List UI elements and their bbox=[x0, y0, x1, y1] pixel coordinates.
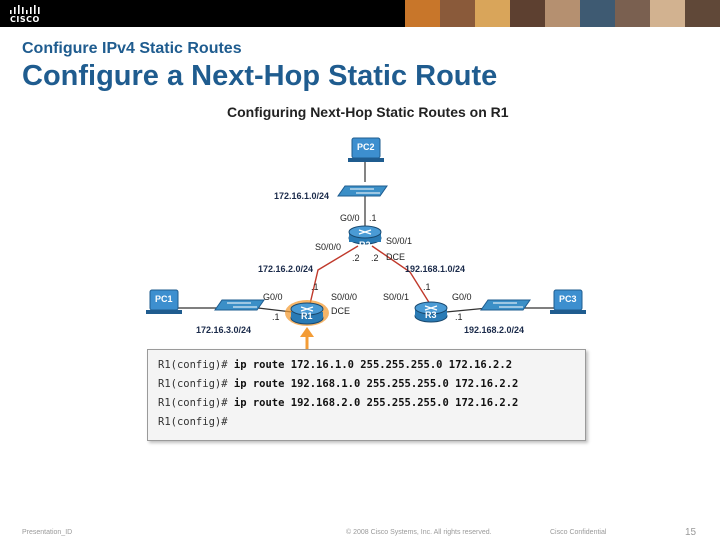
pc2-label: PC2 bbox=[357, 142, 375, 152]
cli-prompt: R1(config)# bbox=[158, 378, 228, 390]
r1-g00-host-label: .1 bbox=[272, 312, 280, 322]
switch-r1-lan-icon bbox=[214, 299, 265, 311]
cli-line: R1(config)# ip route 192.168.1.0 255.255… bbox=[158, 375, 575, 394]
r3-s001-host-label: .1 bbox=[423, 282, 431, 292]
serial-link-r1-r2 bbox=[309, 245, 359, 305]
cli-prompt: R1(config)# bbox=[158, 359, 228, 371]
r2-s000-label: S0/0/0 bbox=[315, 242, 342, 252]
network-label-wan-r1-r2: 172.16.2.0/24 bbox=[258, 264, 314, 274]
pc3-icon bbox=[550, 289, 586, 314]
banner-photo-strip bbox=[405, 0, 720, 27]
r3-s001-label: S0/0/1 bbox=[383, 292, 410, 302]
r2-g00-label: G0/0 bbox=[340, 213, 360, 223]
cli-line: R1(config)# ip route 192.168.2.0 255.255… bbox=[158, 394, 575, 413]
link-r3-switch bbox=[445, 307, 489, 313]
footer-presentation-id: Presentation_ID bbox=[22, 529, 73, 536]
serial-link-r2-r3 bbox=[371, 245, 431, 305]
r1-s000-host-label: .1 bbox=[311, 282, 319, 292]
network-label-lan-r3: 192.168.2.0/24 bbox=[464, 325, 525, 335]
router-r3-icon bbox=[414, 301, 448, 323]
diagram-title: Configuring Next-Hop Static Routes on R1 bbox=[227, 104, 509, 120]
r1-label: R1 bbox=[301, 311, 313, 321]
top-banner: CISCO bbox=[0, 0, 720, 27]
switch-r3-lan-icon bbox=[480, 299, 531, 311]
cli-output-box: R1(config)# ip route 172.16.1.0 255.255.… bbox=[147, 349, 586, 441]
footer-copyright: © 2008 Cisco Systems, Inc. All rights re… bbox=[346, 529, 492, 536]
cisco-logo-icon bbox=[10, 5, 40, 14]
r2-s000-host-label: .2 bbox=[352, 253, 360, 263]
cli-command: ip route 192.168.2.0 255.255.255.0 172.1… bbox=[233, 397, 519, 409]
network-label-lan-r2: 172.16.1.0/24 bbox=[274, 191, 330, 201]
network-label-lan-r1: 172.16.3.0/24 bbox=[196, 325, 252, 335]
r1-g00-label: G0/0 bbox=[263, 292, 283, 302]
r1-s000-label: S0/0/0 bbox=[331, 292, 358, 302]
pc3-label: PC3 bbox=[559, 294, 577, 304]
r2-dce-label: DCE bbox=[386, 252, 406, 262]
r2-label: R2 bbox=[359, 240, 371, 250]
cisco-logo-text: CISCO bbox=[10, 15, 40, 24]
cli-prompt: R1(config)# bbox=[158, 416, 228, 428]
r3-g00-label: G0/0 bbox=[452, 292, 472, 302]
r3-label: R3 bbox=[425, 310, 437, 320]
router-r2-icon bbox=[348, 225, 382, 245]
page-number: 15 bbox=[685, 527, 697, 538]
cli-command: ip route 172.16.1.0 255.255.255.0 172.16… bbox=[233, 359, 513, 371]
pc1-icon bbox=[146, 289, 182, 314]
slide-title: Configure a Next-Hop Static Route bbox=[22, 60, 498, 92]
arrow-up-icon bbox=[300, 327, 314, 349]
r2-g00-host-label: .1 bbox=[369, 213, 377, 223]
r1-dce-label: DCE bbox=[331, 306, 351, 316]
footer-confidential: Cisco Confidential bbox=[550, 529, 607, 536]
pc1-label: PC1 bbox=[155, 294, 173, 304]
r2-s001-host-label: .2 bbox=[371, 253, 379, 263]
switch-r2-lan-icon bbox=[337, 185, 388, 197]
network-label-wan-r2-r3: 192.168.1.0/24 bbox=[405, 264, 466, 274]
r2-s001-label: S0/0/1 bbox=[386, 236, 413, 246]
cli-line: R1(config)# ip route 172.16.1.0 255.255.… bbox=[158, 356, 575, 375]
r3-g00-host-label: .1 bbox=[455, 312, 463, 322]
section-title: Configure IPv4 Static Routes bbox=[22, 40, 242, 57]
cli-prompt: R1(config)# bbox=[158, 397, 228, 409]
router-r1-icon bbox=[285, 300, 329, 326]
pc2-icon bbox=[348, 137, 384, 162]
cli-command: ip route 192.168.1.0 255.255.255.0 172.1… bbox=[233, 378, 519, 390]
cli-line: R1(config)# bbox=[158, 413, 575, 432]
